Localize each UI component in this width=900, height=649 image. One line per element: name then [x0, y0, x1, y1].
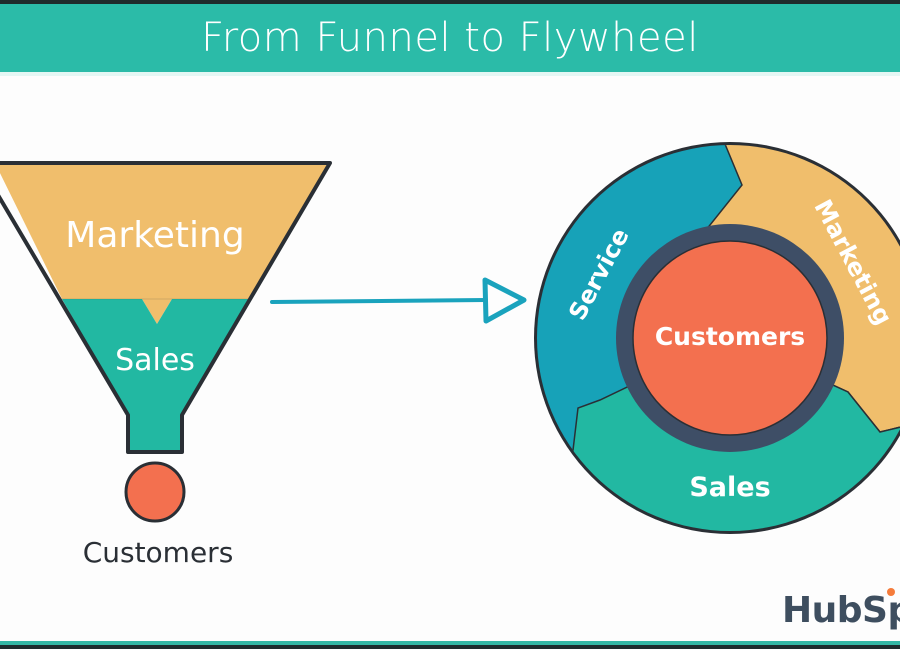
funnel-marketing-label: Marketing	[65, 215, 244, 256]
funnel-sales-label: Sales	[115, 343, 195, 378]
page-title: From Funnel to Flywheel	[201, 15, 699, 61]
hubspot-sprocket-icon	[887, 588, 895, 596]
top-edge-strip	[0, 0, 900, 4]
hubspot-logo: HubSp	[782, 590, 900, 631]
arrow-shaft	[270, 298, 488, 304]
flywheel-customers-core	[632, 240, 828, 436]
funnel-customers-label: Customers	[83, 536, 234, 569]
funnel-outline	[0, 161, 332, 454]
hubspot-logo-text: HubSp	[782, 590, 900, 631]
bottom-edge-strip	[0, 645, 900, 649]
arrow-head-icon	[482, 277, 527, 324]
bottom-accent-bar	[0, 641, 900, 645]
funnel: Marketing Sales Customers	[0, 161, 332, 569]
funnel-customer-dot	[124, 461, 186, 523]
flywheel: Customers Service Marketing Sales	[534, 142, 900, 534]
funnel-marketing-section	[0, 163, 330, 324]
flywheel-sales-label: Sales	[689, 472, 770, 503]
transition-arrow	[270, 277, 527, 324]
title-banner: From Funnel to Flywheel	[0, 4, 900, 72]
flywheel-customers-label: Customers	[655, 322, 805, 351]
title-banner-shadow	[0, 72, 900, 76]
funnel-sales-section	[62, 299, 248, 452]
